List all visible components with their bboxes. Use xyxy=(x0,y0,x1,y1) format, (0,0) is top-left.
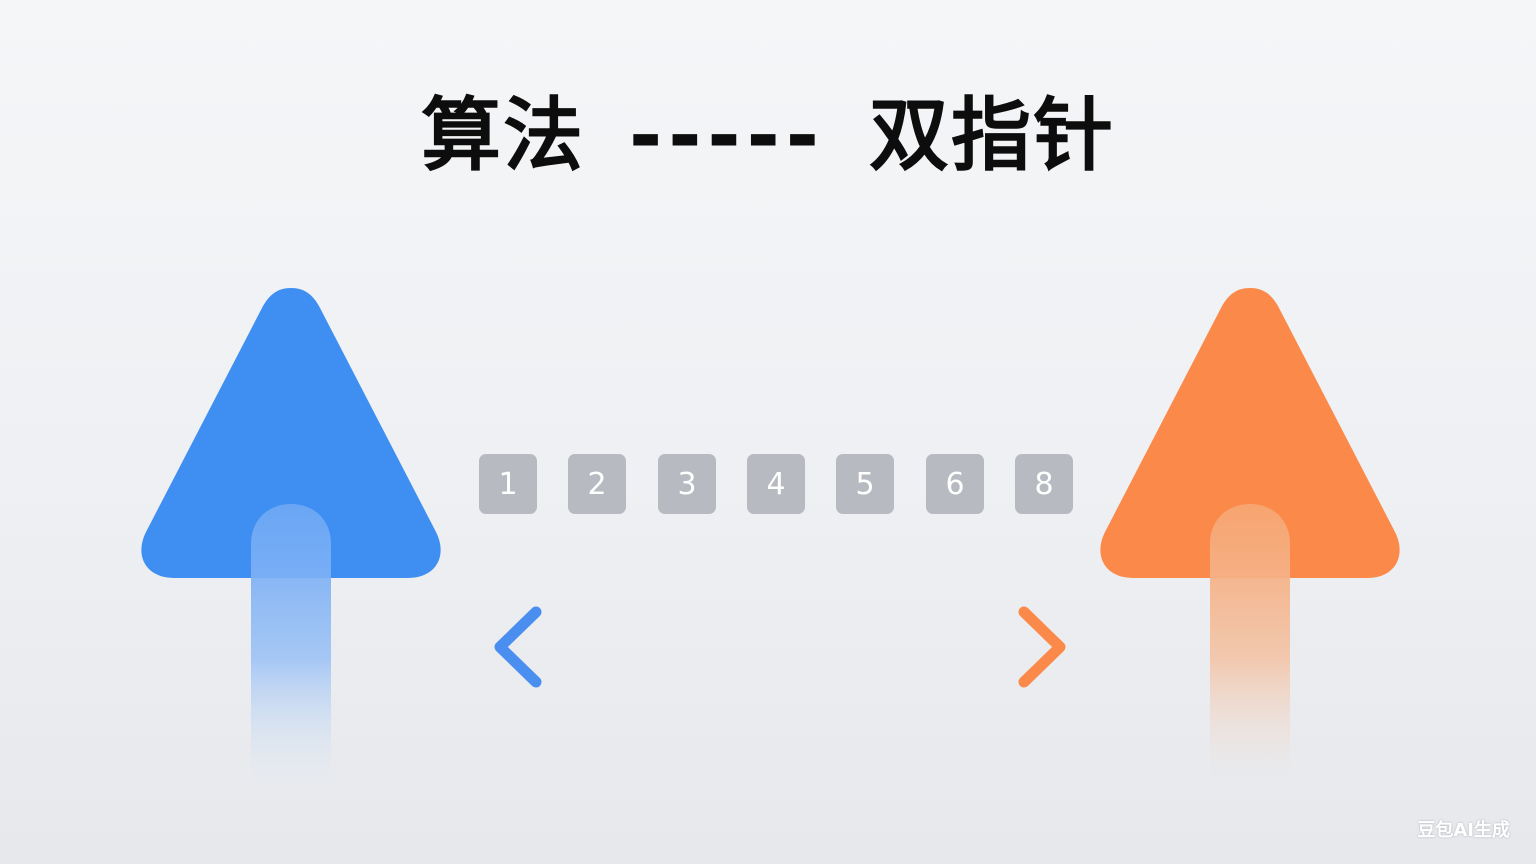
title-separator: ----- xyxy=(628,89,825,182)
array-cell: 5 xyxy=(836,454,894,514)
left-pointer xyxy=(136,284,446,784)
right-pointer-arrow-icon xyxy=(1100,288,1400,784)
array-cell: 2 xyxy=(568,454,626,514)
page-title: 算法 ----- 双指针 xyxy=(0,88,1536,184)
array-cell: 4 xyxy=(747,454,805,514)
title-right: 双指针 xyxy=(869,89,1115,182)
title-left: 算法 xyxy=(420,89,585,182)
array-cell: 1 xyxy=(479,454,537,514)
array-cell: 6 xyxy=(926,454,984,514)
array-cell: 3 xyxy=(658,454,716,514)
double-headed-arrow-icon xyxy=(494,606,1066,688)
array-cell: 8 xyxy=(1015,454,1073,514)
watermark: 豆包AI生成 xyxy=(1417,820,1510,841)
range-arrow xyxy=(490,600,1070,699)
right-pointer xyxy=(1095,284,1405,784)
left-pointer-arrow-icon xyxy=(141,288,441,784)
